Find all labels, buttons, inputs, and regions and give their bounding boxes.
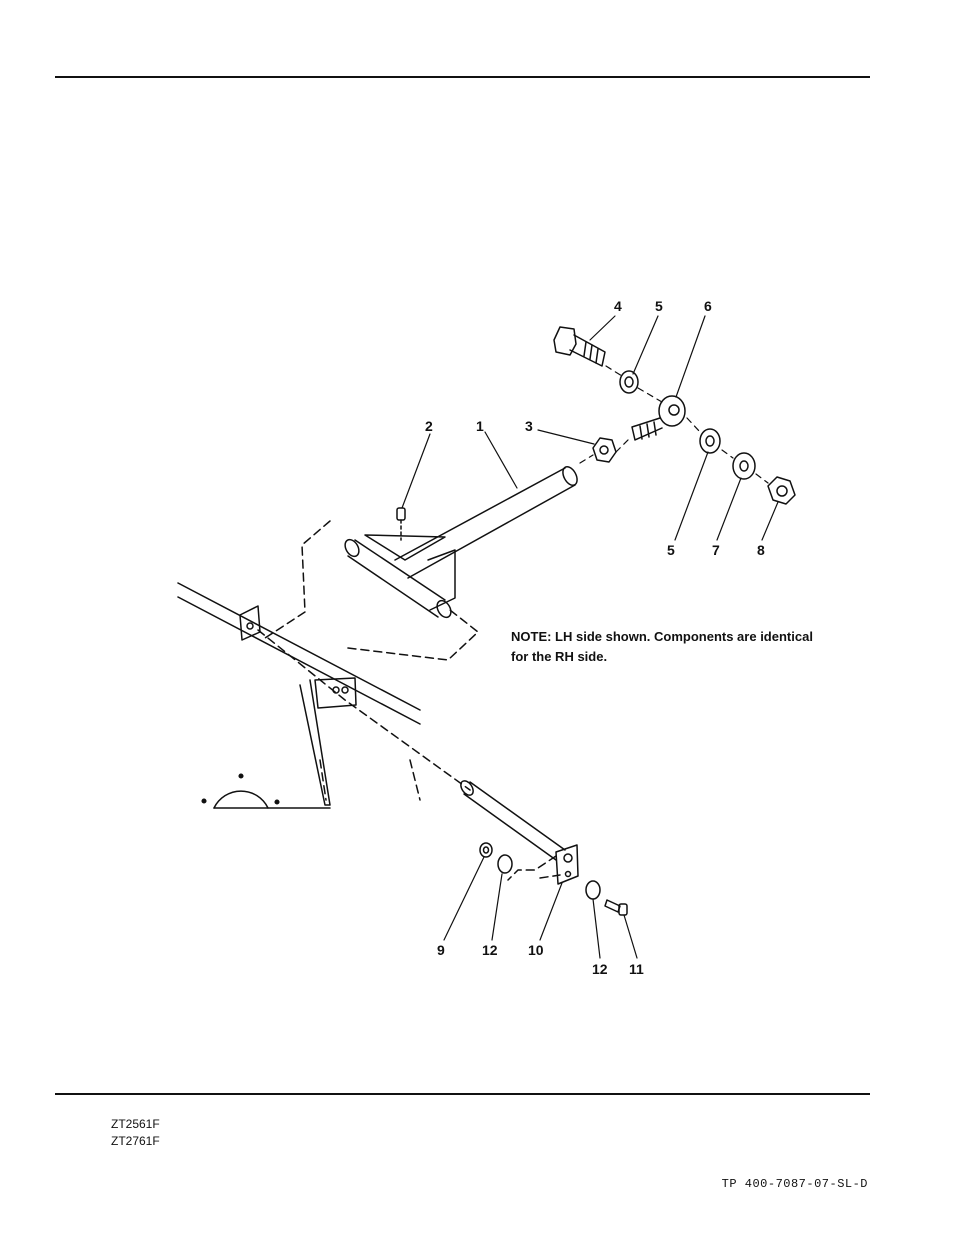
- callout-12-left: 12: [482, 942, 498, 958]
- callout-3: 3: [525, 418, 533, 434]
- callout-1: 1: [476, 418, 484, 434]
- frame-rail: [177, 582, 421, 806]
- part-3-hex-nut: [592, 437, 617, 463]
- part-11-cap-screw: [604, 899, 628, 916]
- callout-6: 6: [704, 298, 712, 314]
- note-line-1: NOTE: LH side shown. Components are iden…: [511, 629, 813, 644]
- document-number: TP 400-7087-07-SL-D: [721, 1177, 868, 1191]
- callout-2: 2: [425, 418, 433, 434]
- model-number: ZT2761F: [111, 1134, 160, 1148]
- callout-5-upper: 5: [655, 298, 663, 314]
- callout-10: 10: [528, 942, 544, 958]
- model-number: ZT2561F: [111, 1117, 160, 1131]
- callout-4: 4: [614, 298, 622, 314]
- part-12-washer-left: [497, 854, 513, 874]
- phantom-outline: [257, 520, 561, 881]
- part-7-washer: [732, 452, 756, 480]
- leader-lines: [401, 315, 779, 959]
- part-12-washer-right: [585, 880, 601, 900]
- part-9-nut: [479, 842, 493, 858]
- callout-9: 9: [437, 942, 445, 958]
- assembly-note: NOTE: LH side shown. Components are iden…: [511, 627, 841, 667]
- callout-labels: 1 2 3 4 5 6 5 7 8 9 12 10 12 11: [425, 298, 765, 977]
- callout-7: 7: [712, 542, 720, 558]
- assembly-axes: [579, 365, 769, 484]
- callout-11: 11: [629, 961, 644, 977]
- callout-5-lower: 5: [667, 542, 675, 558]
- part-2-grease-fitting: [396, 507, 406, 541]
- part-1-control-arm: [344, 465, 578, 619]
- part-5-spacer-upper: [619, 370, 639, 394]
- part-4-bolt: [553, 326, 606, 367]
- note-line-2: for the RH side.: [511, 649, 608, 664]
- part-6-rod-end: [631, 395, 686, 441]
- callout-12-right: 12: [592, 961, 608, 977]
- frame-opening: [201, 773, 331, 809]
- callout-8: 8: [757, 542, 765, 558]
- top-rule: [55, 76, 870, 78]
- part-5-spacer-lower: [699, 428, 721, 454]
- part-8-lock-nut: [767, 476, 796, 505]
- bottom-rule: [55, 1093, 870, 1095]
- part-10-bracket-rod: [460, 780, 579, 885]
